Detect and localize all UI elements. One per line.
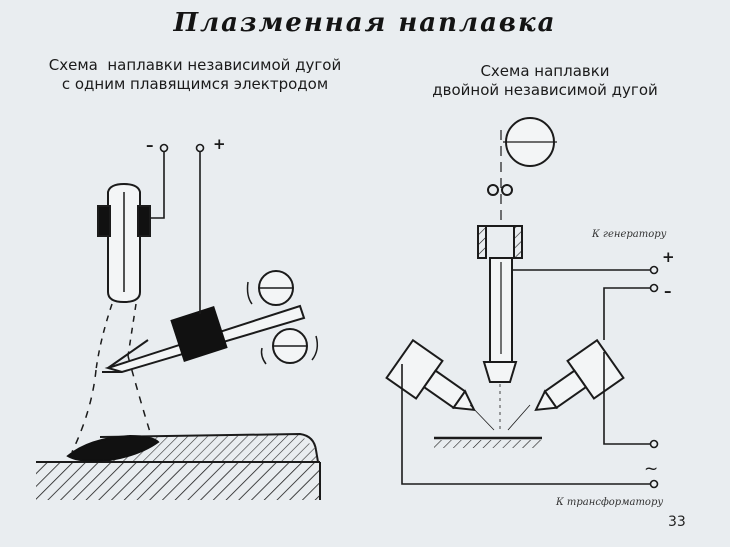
plasma-arc <box>95 303 137 371</box>
right-caption-line1: Схема наплавки <box>480 62 610 80</box>
transformer-label: К трансформатору <box>556 497 664 508</box>
small-roller-left <box>487 184 499 196</box>
left-caption-line1: Схема наплавки независимой дугой <box>48 56 342 74</box>
right-caption-line2: двойной независимой дугой <box>432 81 658 99</box>
transformer-lead-top <box>603 352 654 445</box>
generator-minus-lead <box>603 287 654 340</box>
right-scheme <box>385 117 659 489</box>
left-plus-terminal: + <box>213 135 226 153</box>
central-torch <box>477 225 523 383</box>
ac-symbol: ~ <box>644 459 659 479</box>
right-inclined-torch <box>534 338 625 412</box>
base-metal <box>36 432 321 500</box>
generator-minus-terminal: – <box>664 282 672 300</box>
consumable-electrode <box>102 304 306 374</box>
plasma-torch <box>97 182 151 304</box>
left-minus-terminal: – <box>146 136 154 154</box>
right-scheme-caption: Схема наплавки двойной независимой дугой <box>400 62 690 100</box>
weld-bead <box>66 434 160 462</box>
small-roller-right <box>501 184 513 196</box>
generator-label: К генератору <box>592 229 667 240</box>
left-caption-line2: с одним плавящимся электродом <box>61 75 329 93</box>
left-minus-lead <box>150 148 165 219</box>
left-scheme <box>36 143 321 500</box>
generator-plus-terminal: + <box>662 248 675 266</box>
right-workpiece <box>434 436 542 448</box>
page-number: 33 <box>668 514 686 530</box>
transformer-lead-bottom <box>401 364 654 485</box>
left-scheme-caption: Схема наплавки независимой дугой с одним… <box>10 56 380 94</box>
page-title: Плазменная наплавка <box>173 8 557 38</box>
